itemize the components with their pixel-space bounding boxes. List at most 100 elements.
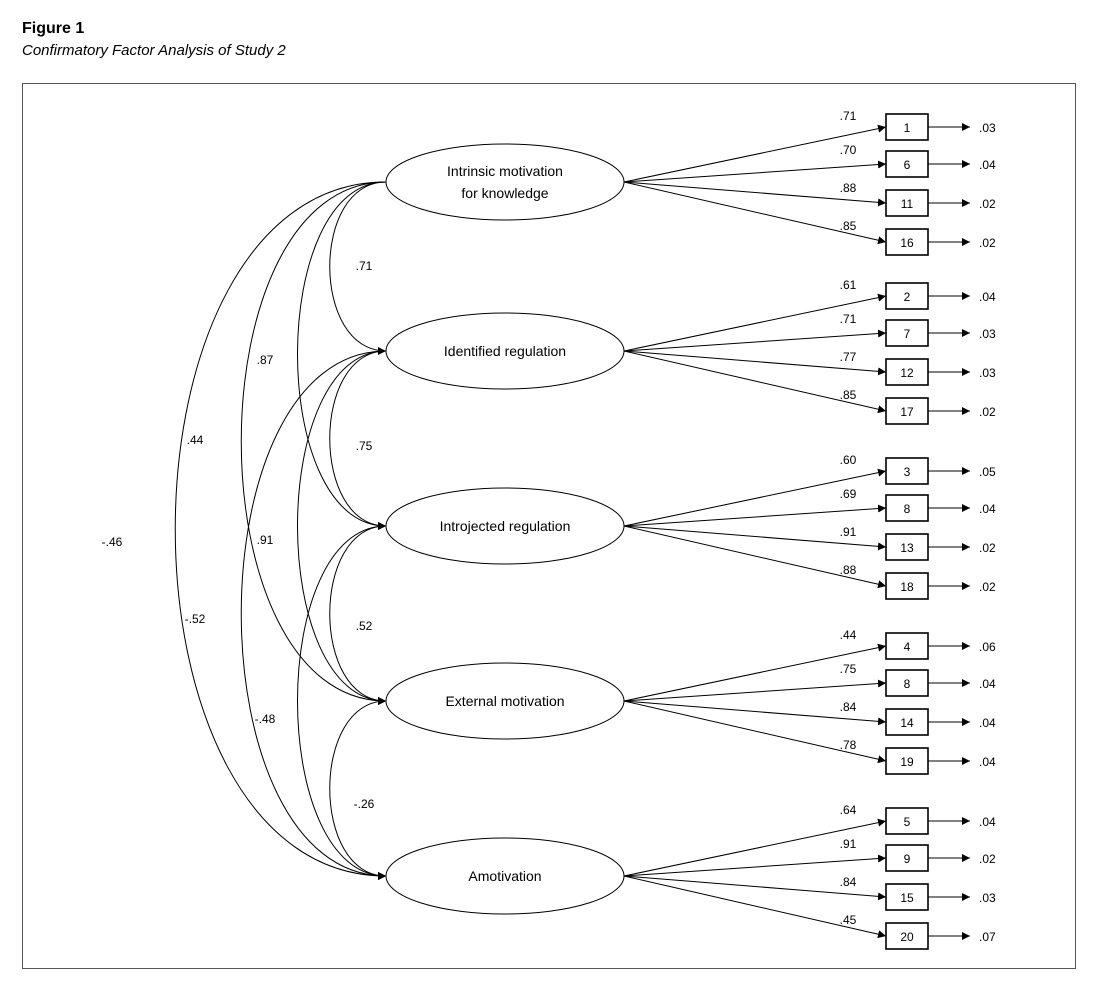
correlation-arc bbox=[329, 177, 395, 355]
indicator-label: 4 bbox=[904, 640, 911, 654]
loading-path bbox=[623, 350, 887, 414]
error-label: .04 bbox=[979, 716, 996, 730]
indicator-box bbox=[885, 189, 929, 217]
factor-label: Amotivation bbox=[468, 868, 541, 884]
factor-label: External motivation bbox=[445, 693, 564, 709]
loading-label: .78 bbox=[840, 738, 857, 752]
factor-label: Identified regulation bbox=[444, 343, 566, 359]
indicator-label: 14 bbox=[900, 716, 914, 730]
indicator-label: 11 bbox=[901, 197, 914, 211]
loading-path bbox=[623, 875, 887, 939]
factor-ellipse bbox=[385, 143, 625, 221]
loading-path bbox=[623, 329, 887, 352]
indicator-label: 5 bbox=[904, 815, 911, 829]
indicator-box bbox=[885, 397, 929, 425]
factor-label: Introjected regulation bbox=[440, 518, 571, 534]
error-label: .03 bbox=[979, 366, 996, 380]
loading-path bbox=[623, 181, 887, 207]
error-label: .03 bbox=[979, 121, 996, 135]
loading-label: .85 bbox=[840, 219, 857, 233]
correlation-arc bbox=[240, 346, 395, 880]
correlation-label: -.46 bbox=[102, 535, 123, 549]
loading-label: .45 bbox=[840, 913, 857, 927]
loading-path bbox=[623, 875, 887, 901]
loading-label: .70 bbox=[840, 143, 857, 157]
loading-label: .91 bbox=[840, 837, 857, 851]
loading-path bbox=[623, 293, 887, 352]
correlation-arc bbox=[329, 521, 395, 705]
loading-label: .88 bbox=[840, 181, 857, 195]
indicator-label: 9 bbox=[904, 852, 911, 866]
correlation-label: -.26 bbox=[354, 797, 375, 811]
indicator-label: 8 bbox=[904, 502, 911, 516]
correlation-arc bbox=[297, 177, 395, 530]
correlation-arc bbox=[174, 177, 395, 880]
error-label: .02 bbox=[979, 852, 996, 866]
loading-path bbox=[623, 525, 887, 551]
indicator-label: 18 bbox=[900, 580, 914, 594]
error-label: .02 bbox=[979, 197, 996, 211]
error-label: .04 bbox=[979, 290, 996, 304]
loading-path bbox=[623, 124, 887, 183]
indicator-label: 7 bbox=[904, 327, 911, 341]
indicator-box bbox=[885, 457, 929, 485]
correlation-arc bbox=[297, 521, 395, 880]
correlation-arc bbox=[297, 346, 395, 705]
indicator-label: 20 bbox=[900, 930, 914, 944]
error-label: .02 bbox=[979, 236, 996, 250]
error-label: .04 bbox=[979, 677, 996, 691]
indicator-label: 17 bbox=[900, 405, 914, 419]
error-label: .02 bbox=[979, 405, 996, 419]
correlation-arc bbox=[240, 177, 395, 705]
error-label: .03 bbox=[979, 891, 996, 905]
loading-label: .88 bbox=[840, 563, 857, 577]
loading-path bbox=[623, 700, 887, 726]
loading-label: .84 bbox=[840, 700, 857, 714]
error-label: .03 bbox=[979, 327, 996, 341]
indicator-label: 1 bbox=[904, 121, 911, 135]
indicator-label: 16 bbox=[900, 236, 914, 250]
loading-path bbox=[623, 525, 887, 589]
loading-path bbox=[623, 700, 887, 764]
correlation-arc bbox=[329, 696, 395, 880]
correlation-label: .87 bbox=[257, 353, 274, 367]
error-label: .05 bbox=[979, 465, 996, 479]
loading-label: .84 bbox=[840, 875, 857, 889]
correlation-label: .52 bbox=[356, 619, 373, 633]
loading-path bbox=[623, 181, 887, 245]
indicator-label: 15 bbox=[900, 891, 914, 905]
indicator-box bbox=[885, 669, 929, 697]
error-label: .06 bbox=[979, 640, 996, 654]
indicator-label: 12 bbox=[900, 366, 914, 380]
indicator-box bbox=[885, 708, 929, 736]
indicator-label: 19 bbox=[900, 755, 914, 769]
loading-path bbox=[623, 854, 887, 877]
indicator-label: 6 bbox=[904, 158, 911, 172]
loading-path bbox=[623, 160, 887, 183]
loading-path bbox=[623, 468, 887, 527]
loading-label: .85 bbox=[840, 388, 857, 402]
loading-path bbox=[623, 504, 887, 527]
error-label: .04 bbox=[979, 755, 996, 769]
error-label: .02 bbox=[979, 580, 996, 594]
indicator-box bbox=[885, 747, 929, 775]
loading-label: .69 bbox=[840, 487, 857, 501]
loading-path bbox=[623, 818, 887, 877]
indicator-box bbox=[885, 533, 929, 561]
loading-path bbox=[623, 643, 887, 702]
error-label: .04 bbox=[979, 502, 996, 516]
error-label: .07 bbox=[979, 930, 996, 944]
correlation-label: .44 bbox=[187, 433, 204, 447]
indicator-label: 13 bbox=[900, 541, 914, 555]
figure-subtitle: Confirmatory Factor Analysis of Study 2 bbox=[22, 42, 286, 59]
indicator-box bbox=[885, 844, 929, 872]
indicator-box bbox=[885, 883, 929, 911]
correlation-label: -.52 bbox=[185, 612, 206, 626]
loading-path bbox=[623, 679, 887, 702]
correlation-label: .75 bbox=[356, 439, 373, 453]
correlation-arc bbox=[329, 346, 395, 530]
error-label: .04 bbox=[979, 815, 996, 829]
figure-title: Figure 1 bbox=[22, 20, 85, 37]
factor-label: for knowledge bbox=[461, 185, 548, 201]
